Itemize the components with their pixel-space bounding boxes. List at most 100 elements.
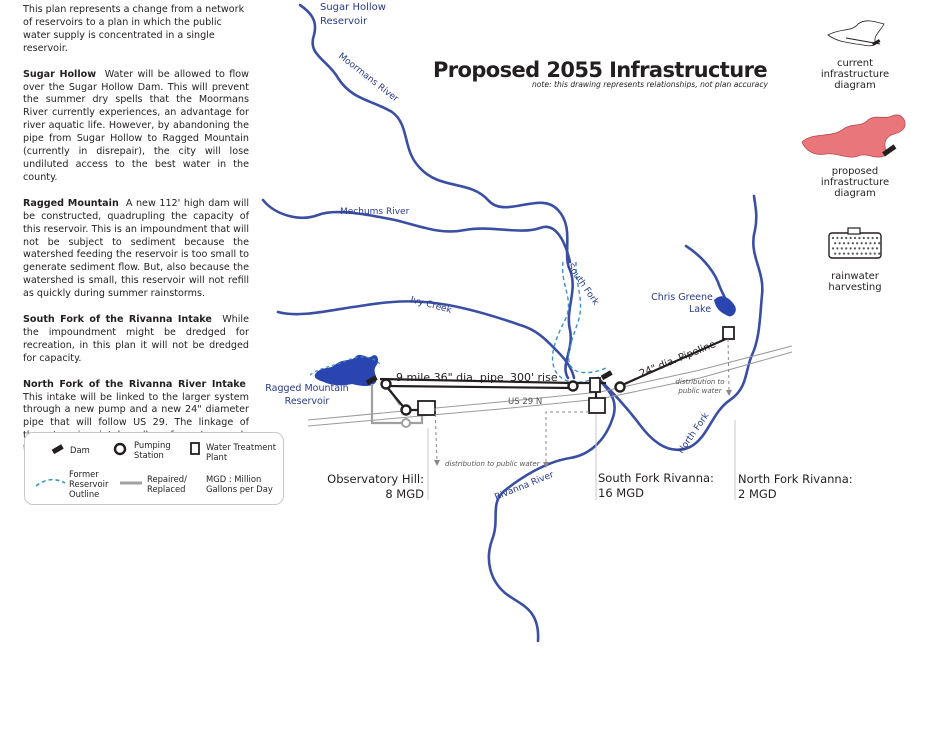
- intro-paragraph: This plan represents a change from a net…: [23, 4, 245, 54]
- rainwater-dot: [860, 242, 863, 245]
- rainwater-tank-body: [828, 232, 882, 259]
- rainwater-dot: [838, 242, 841, 245]
- rainwater-dot: [831, 247, 835, 250]
- section-body: A new 112' high dam will be constructed,…: [23, 197, 249, 300]
- rainwater-dot: [853, 247, 857, 250]
- former-outline-icon: [35, 478, 66, 487]
- pumping-station-icon: [380, 378, 392, 390]
- rainwater-dot: [862, 247, 865, 250]
- pumping-station-icon: [614, 381, 626, 393]
- map-note: note: this drawing represents relationsh…: [532, 80, 769, 89]
- moormans-river-label: Moormans River: [336, 51, 400, 104]
- label-line: Reservoir: [320, 16, 368, 27]
- north-fork-capacity-name: North Fork Rivanna:: [738, 472, 853, 486]
- distribution-line-observatory: [434, 407, 438, 461]
- ragged-mountain-dam-icon: [365, 375, 378, 386]
- rainwater-dot: [840, 247, 843, 250]
- legend-line: Replaced: [147, 484, 186, 494]
- pipe-9-mile-lower: [385, 384, 573, 390]
- legend-dam-label: Dam: [70, 445, 90, 455]
- repaired-pipe-main: [370, 384, 424, 425]
- rainwater-dot: [845, 247, 848, 250]
- section-heading: South Fork of the Rivanna Intake: [23, 314, 212, 326]
- section-body: Water will be allowed to flow over the S…: [23, 68, 249, 183]
- legend-line: Repaired/: [147, 474, 187, 484]
- former-outline-west: [551, 261, 591, 384]
- pumping-station-icon: [113, 442, 127, 456]
- rainwater-dot: [831, 236, 835, 240]
- former-outline-east: [568, 261, 607, 374]
- rainwater-dot: [838, 252, 841, 255]
- dam-icon: [51, 444, 64, 455]
- rainwater-dot: [867, 236, 870, 240]
- rainwater-dot: [873, 242, 876, 245]
- label-line: Lake: [689, 304, 711, 315]
- rainwater-dot: [853, 236, 857, 240]
- label-line: Sugar Hollow: [320, 2, 386, 13]
- rivanna-river: [487, 376, 616, 643]
- arrow-north-fork-icon: [726, 390, 732, 396]
- label-line: rainwater: [831, 271, 879, 282]
- observatory-capacity-name: Observatory Hill:: [327, 472, 424, 486]
- current-diagram-dam-icon: [872, 39, 881, 46]
- rainwater-dot: [878, 252, 881, 255]
- label-line: Chris Greene: [651, 292, 713, 303]
- south-fork-dam-icon: [600, 370, 613, 381]
- rainwater-dot: [871, 247, 874, 250]
- pumping-station-icon: [400, 404, 412, 416]
- label-line: infrastructure: [820, 177, 890, 188]
- rise-label: 300' rise: [510, 371, 558, 384]
- mechums-river: [261, 198, 572, 264]
- section-ragged-mountain: Ragged Mountain A new 112' high dam will…: [23, 198, 249, 301]
- rainwater-dot: [873, 252, 876, 255]
- rainwater-dot: [858, 247, 861, 250]
- label-line: proposed: [831, 166, 879, 177]
- rainwater-dot: [845, 236, 848, 240]
- rainwater-dot: [864, 242, 868, 245]
- arrow-south-fork-icon: [543, 462, 549, 468]
- current-diagram-thumbnail: [827, 20, 885, 47]
- section-south-fork-intake: South Fork of the Rivanna Intake While t…: [23, 314, 249, 366]
- repaired-pipes: [370, 383, 424, 425]
- ivy-creek: [276, 300, 576, 380]
- map-title: Proposed 2055 Infrastructure: [433, 58, 767, 82]
- rainwater-dot: [847, 252, 850, 255]
- rainwater-dot: [869, 252, 872, 255]
- section-heading: Ragged Mountain: [23, 197, 119, 209]
- pipe-9-mile-label: 9 mile 36" dia. pipe: [396, 371, 504, 384]
- north-fork-plant-icon: [722, 326, 735, 340]
- label-line: diagram: [834, 188, 876, 199]
- rainwater-dot: [842, 242, 846, 245]
- rainwater-dot: [867, 247, 870, 250]
- legend-line: Plant: [206, 452, 228, 462]
- distribution-bottom-label: distribution to public water: [445, 460, 541, 468]
- pipeline-24: [619, 336, 729, 388]
- chris-greene-lake: [714, 296, 736, 317]
- capacities: Observatory Hill: 8 MGD South Fork Rivan…: [327, 471, 852, 501]
- us-29-label: US 29 N: [508, 397, 542, 407]
- rainwater-dot: [836, 247, 839, 250]
- legend-line: Station: [134, 450, 164, 460]
- label-line: public water: [677, 387, 722, 395]
- rainwater-dot: [869, 242, 872, 245]
- section-heading: North Fork of the Rivanna River Intake: [23, 378, 246, 390]
- label-line: distribution to: [675, 378, 724, 386]
- section-heading: Sugar Hollow: [23, 68, 97, 80]
- label-line: infrastructure: [820, 69, 890, 80]
- north-fork-capacity-value: 2 MGD: [738, 487, 777, 501]
- south-fork-plant-lower-icon: [588, 397, 606, 414]
- rainwater-dot: [858, 236, 861, 240]
- observatory-capacity-value: 8 MGD: [385, 487, 424, 501]
- proposed-diagram-shape: [801, 114, 906, 158]
- legend-line: Pumping: [134, 440, 171, 450]
- legend-symbols: [35, 442, 200, 487]
- former-reservoir-outline: [551, 261, 607, 384]
- label-line: harvesting: [828, 282, 882, 293]
- label-line: current: [836, 58, 874, 69]
- moormans-river: [298, 3, 574, 380]
